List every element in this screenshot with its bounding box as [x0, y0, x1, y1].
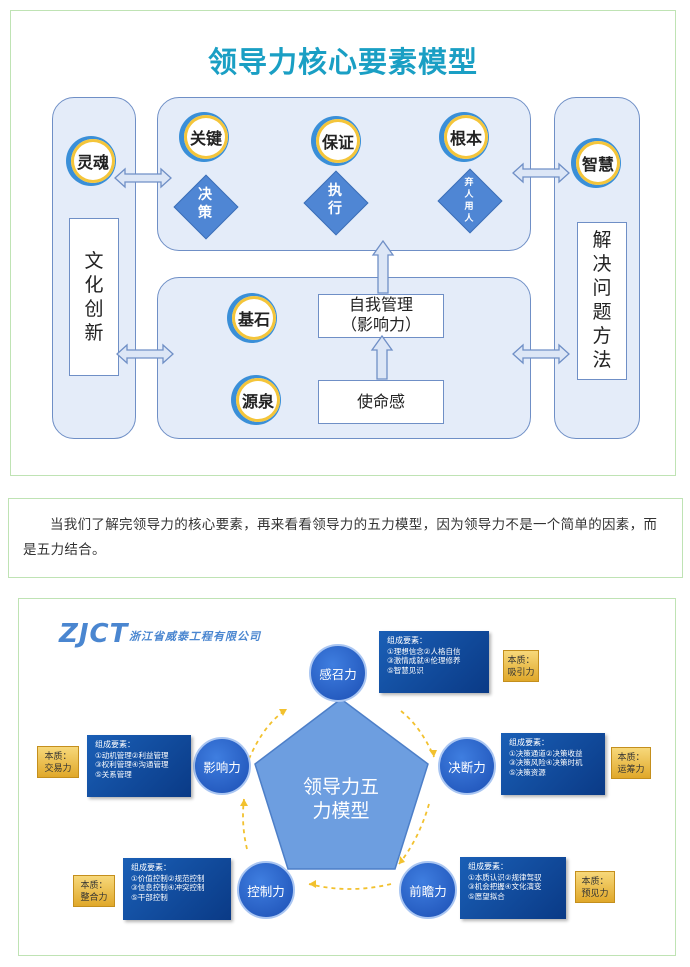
five-forces-panel: ZJCT 浙江省威泰工程有限公司 领导力五 力模型 感召力 决断力 前瞻力 控制… — [18, 598, 676, 956]
right-box-char: 题 — [592, 301, 612, 323]
panel1-title: 领导力核心要素模型 — [207, 45, 478, 79]
mission-box: 使命感 — [318, 380, 444, 424]
foundation-circle: 根本 — [444, 115, 488, 159]
components-charisma: 组成要素： ①理想信念②人格自信 ③激情成就④伦理修养 ⑤智慧见识 — [379, 631, 489, 693]
left-box-char: 新 — [84, 322, 104, 344]
essence-foresight: 本质：预见力 — [575, 871, 615, 903]
intro-paragraph: 当我们了解完领导力的核心要素，再来看看领导力的五力模型，因为领导力不是一个简单的… — [23, 517, 658, 558]
execution-label: 执行 — [328, 183, 342, 217]
cornerstone-label: 基石 — [237, 310, 270, 329]
components-control: 组成要素： ①价值控制②规范控制 ③信息控制④冲突控制 ⑤干部控制 — [123, 858, 231, 920]
components-decisiveness: 组成要素： ①决策通道②决策收益 ③决策风险④决策时机 ⑤决策资源 — [501, 733, 605, 795]
essence-charisma: 本质：吸引力 — [503, 650, 539, 682]
panel1-arrows — [114, 162, 570, 380]
essence-control: 本质：整合力 — [73, 875, 115, 907]
cornerstone-circle: 基石 — [232, 296, 276, 340]
center-label: 领导力五 力模型 — [302, 776, 379, 822]
node-influence: 影响力 — [193, 737, 251, 795]
right-box-char: 方 — [592, 325, 612, 347]
influence-text: （影响力） — [340, 315, 421, 334]
essence-influence: 本质：交易力 — [37, 746, 79, 778]
right-box-char: 解 — [592, 229, 612, 251]
left-box-char: 创 — [84, 298, 104, 320]
soul-label: 灵魂 — [76, 153, 109, 172]
node-control: 控制力 — [237, 861, 295, 919]
arrow-right-to-bottom — [398, 803, 430, 865]
node-decisiveness: 决断力 — [438, 737, 496, 795]
right-box-char: 法 — [592, 349, 612, 371]
arrow-right-bottom — [512, 343, 570, 365]
key-circle: 关键 — [184, 115, 228, 159]
arrowhead-top-right — [429, 750, 437, 757]
wisdom-label: 智慧 — [581, 155, 614, 174]
intro-text-panel: 当我们了解完领导力的核心要素，再来看看领导力的五力模型，因为领导力不是一个简单的… — [8, 498, 683, 578]
people-label: 弃人 用人 — [464, 178, 474, 224]
components-foresight: 组成要素： ①本质认识②规律驾驭 ③机会把握④文化演变 ⑤愿望拟合 — [460, 857, 566, 919]
self-management-text: 自我管理 — [348, 295, 413, 314]
arrow-right-top — [512, 162, 570, 184]
arrowhead-bottom-right — [399, 856, 405, 864]
arrowhead-bottom — [309, 880, 316, 888]
key-label: 关键 — [189, 129, 222, 148]
source-circle: 源泉 — [236, 378, 280, 422]
company-logo: ZJCT — [59, 619, 129, 649]
soul-circle: 灵魂 — [71, 139, 115, 183]
right-box-char: 决 — [592, 253, 612, 275]
arrow-left-top — [114, 167, 172, 189]
left-box-char: 化 — [84, 274, 104, 296]
left-box-char: 文 — [84, 250, 104, 272]
problem-solving-box: 解 决 问 题 方 法 — [577, 222, 627, 380]
arrowhead-top-left — [279, 709, 287, 716]
components-influence: 组成要素： ①动机管理②利益管理 ③权利管理④沟通管理 ⑤关系管理 — [87, 735, 191, 797]
foundation-label: 根本 — [449, 129, 482, 148]
mission-text: 使命感 — [356, 392, 405, 411]
culture-innovation-box: 文 化 创 新 — [69, 218, 119, 376]
decision-label: 决策 — [198, 187, 212, 221]
essence-decisiveness: 本质：运筹力 — [611, 747, 651, 779]
wisdom-circle: 智慧 — [576, 141, 620, 185]
arrow-up-bottom — [370, 334, 394, 380]
node-foresight: 前瞻力 — [399, 861, 457, 919]
arrow-up-top — [371, 239, 395, 294]
five-forces-graphics — [240, 698, 437, 890]
arrow-bottom — [308, 883, 392, 890]
company-name: 浙江省威泰工程有限公司 — [129, 630, 261, 643]
guarantee-label: 保证 — [321, 133, 354, 152]
center-pentagon — [254, 698, 429, 870]
source-label: 源泉 — [241, 392, 274, 411]
arrow-bottom-left-to-left — [242, 798, 248, 850]
right-box-char: 问 — [592, 277, 612, 299]
node-charisma: 感召力 — [309, 644, 367, 702]
guarantee-circle: 保证 — [316, 119, 360, 163]
self-management-box: 自我管理 （影响力） — [318, 294, 444, 338]
core-elements-panel: 领导力核心要素模型 灵魂 文 化 创 新 智慧 解 决 问 题 方 法 关键 保… — [10, 10, 676, 476]
arrowhead-left — [240, 799, 248, 806]
arrow-left-bottom — [116, 343, 174, 365]
